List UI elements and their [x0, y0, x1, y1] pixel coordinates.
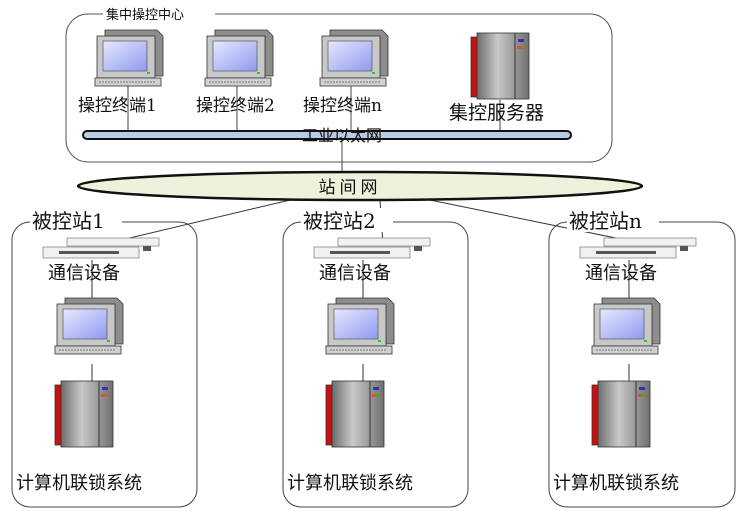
comm-label: 通信设备 — [48, 263, 120, 284]
station-title: 被控站n — [569, 209, 642, 233]
control-center-box — [65, 13, 613, 163]
station-1: 被控站1 通信设备 计算机联锁系统 — [11, 208, 198, 508]
computer-icon — [591, 297, 661, 355]
system-label: 计算机联锁系统 — [553, 473, 679, 494]
station-title: 被控站1 — [32, 209, 105, 233]
terminal-label-2: 操控终端2 — [196, 96, 275, 116]
terminal-computer-icon — [204, 29, 274, 87]
system-label: 计算机联锁系统 — [287, 473, 413, 494]
bus-label: 工业以太网 — [302, 126, 382, 145]
station-2: 被控站2 通信设备 计算机联锁系统 — [282, 208, 469, 508]
interlock-server-icon — [591, 380, 651, 448]
station-title: 被控站2 — [303, 209, 376, 233]
control-center-title: 集中操控中心 — [106, 7, 184, 23]
communication-device-icon — [42, 237, 160, 259]
comm-label: 通信设备 — [585, 263, 657, 284]
comm-label: 通信设备 — [319, 263, 391, 284]
communication-device-icon — [313, 237, 431, 259]
terminal-computer-icon — [94, 29, 164, 87]
network-label: 站间网 — [319, 178, 382, 198]
communication-device-icon — [579, 237, 697, 259]
server-label: 集控服务器 — [449, 102, 544, 124]
server-icon — [470, 32, 530, 100]
terminal-label-n: 操控终端n — [303, 96, 382, 116]
terminal-computer-icon — [319, 29, 389, 87]
system-label: 计算机联锁系统 — [16, 473, 142, 494]
industrial-ethernet-bus — [82, 130, 572, 140]
station-n: 被控站n 通信设备 计算机联锁系统 — [548, 208, 736, 508]
terminal-label-1: 操控终端1 — [78, 96, 157, 116]
link-line — [99, 199, 291, 246]
inter-station-network — [76, 170, 644, 202]
computer-icon — [54, 297, 124, 355]
interlock-server-icon — [54, 380, 114, 448]
computer-icon — [325, 297, 395, 355]
interlock-server-icon — [325, 380, 385, 448]
link-line — [429, 199, 641, 244]
